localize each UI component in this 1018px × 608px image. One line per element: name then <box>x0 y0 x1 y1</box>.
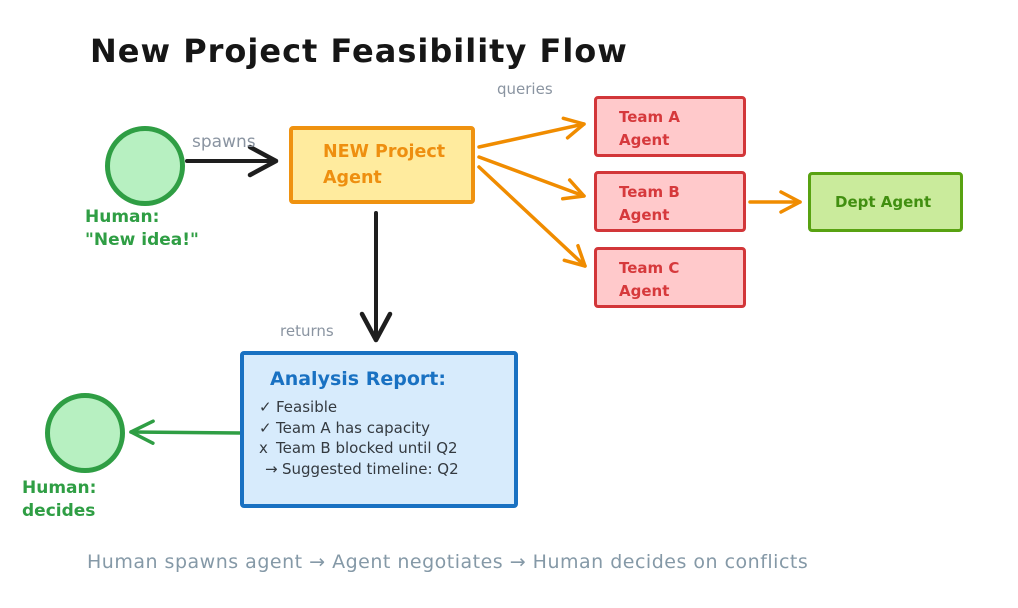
dept-agent-node: Dept Agent <box>808 172 963 232</box>
team-c-line2: Agent <box>619 281 670 300</box>
human-start-node <box>105 126 185 206</box>
report-item-bullet: ✓ <box>259 398 272 416</box>
human-end-label-line2: decides <box>22 500 96 521</box>
human-start-label: Human: "New idea!" <box>85 206 199 252</box>
dept-agent-label: Dept Agent <box>835 193 932 211</box>
team-a-line2: Agent <box>619 130 670 149</box>
report-item: x Team B blocked until Q2 <box>259 438 514 459</box>
team-b-line1: Team B <box>619 183 680 201</box>
report-item: ✓Team A has capacity <box>259 418 514 439</box>
query-team-b-edge <box>477 155 586 201</box>
report-item-bullet: ✓ <box>259 418 272 437</box>
human-start-label-line2: "New idea!" <box>85 229 199 250</box>
human-end-node <box>45 393 125 473</box>
query-team-a-edge <box>477 116 586 149</box>
report-list: ✓Feasible ✓Team A has capacity x Team B b… <box>244 397 514 479</box>
human-end-label: Human: decides <box>22 477 96 523</box>
team-c-agent-node: Team C Agent <box>594 247 746 308</box>
spawns-edge-label: spawns <box>192 132 256 152</box>
report-item-bullet: → <box>265 459 278 478</box>
analysis-report-node: Analysis Report: ✓Feasible ✓Team A has c… <box>240 351 518 508</box>
new-project-agent-line1: NEW Project <box>323 142 446 162</box>
returns-edge-label: returns <box>280 322 334 340</box>
new-project-agent-node: NEW Project Agent <box>289 126 475 204</box>
report-to-human-edge <box>129 419 242 445</box>
report-item-text: Suggested timeline: Q2 <box>282 459 459 478</box>
new-project-agent-line2: Agent <box>323 168 382 189</box>
team-b-agent-node: Team B Agent <box>594 171 746 232</box>
queries-edge-label: queries <box>497 80 553 98</box>
report-item-text: Feasible <box>276 398 338 416</box>
report-item-bullet: x <box>259 439 268 457</box>
report-item-text: Team A has capacity <box>276 418 431 437</box>
team-b-line2: Agent <box>619 205 670 224</box>
diagram-title: New Project Feasibility Flow <box>90 32 628 70</box>
team-a-line1: Team A <box>619 108 680 126</box>
query-team-c-edge <box>477 165 587 268</box>
report-item-text: Team B blocked until Q2 <box>276 439 458 457</box>
report-title: Analysis Report: <box>270 368 446 390</box>
report-item: ✓Feasible <box>259 397 514 418</box>
human-end-label-line1: Human: <box>22 478 97 498</box>
team-c-line1: Team C <box>619 259 680 277</box>
team-a-agent-node: Team A Agent <box>594 96 746 157</box>
summary-caption: Human spawns agent → Agent negotiates → … <box>87 551 809 573</box>
report-item: →Suggested timeline: Q2 <box>259 459 514 480</box>
human-start-label-line1: Human: <box>85 207 160 227</box>
